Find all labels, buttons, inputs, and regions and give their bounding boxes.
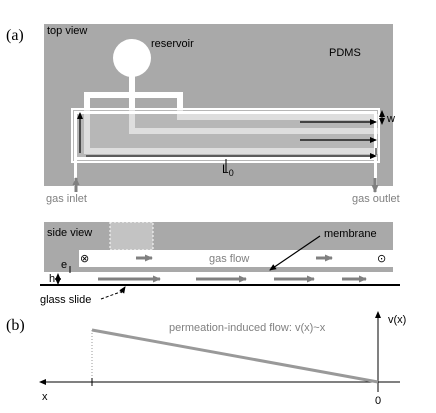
flow-in-symbol: ⊗ xyxy=(80,253,89,265)
velocity-plot: permeation-induced flow: v(x)~x v(x) x 0 xyxy=(39,311,406,407)
gas-outlet-label: gas outlet xyxy=(352,193,400,205)
gas-channel xyxy=(79,250,393,267)
side-view-title: side view xyxy=(47,227,92,239)
reservoir xyxy=(113,39,151,77)
x-axis-label: x xyxy=(42,391,48,403)
gas-flow-label: gas flow xyxy=(209,253,249,265)
y-axis-label: v(x) xyxy=(388,314,406,326)
length-symbol: L0 xyxy=(222,162,234,178)
side-view: ⊗ ⊙ gas flow e h side view membrane xyxy=(40,221,400,286)
flow-out-symbol: ⊙ xyxy=(377,253,386,265)
width-symbol: w xyxy=(386,113,395,125)
membrane-label: membrane xyxy=(324,228,377,240)
top-view-title: top view xyxy=(47,25,87,37)
membrane-thickness-symbol: e xyxy=(61,259,67,271)
glass-slide-pointer xyxy=(100,290,124,300)
origin-label: 0 xyxy=(375,395,381,407)
membrane-region xyxy=(71,108,380,163)
reservoir-section xyxy=(109,221,154,251)
pdms-label: PDMS xyxy=(329,47,361,59)
reservoir-label: reservoir xyxy=(151,38,194,50)
flow-annotation: permeation-induced flow: v(x)~x xyxy=(169,322,326,334)
top-view: w L0 top view reservoir PDMS xyxy=(44,24,395,193)
panel-b-label: (b) xyxy=(6,317,25,334)
velocity-profile-line xyxy=(91,328,379,384)
height-symbol: h xyxy=(49,273,55,285)
panel-a-label: (a) xyxy=(6,27,24,44)
glass-slide-label: glass slide xyxy=(40,294,91,306)
membrane-pointer xyxy=(269,235,321,271)
gas-inlet-label: gas inlet xyxy=(46,193,87,205)
